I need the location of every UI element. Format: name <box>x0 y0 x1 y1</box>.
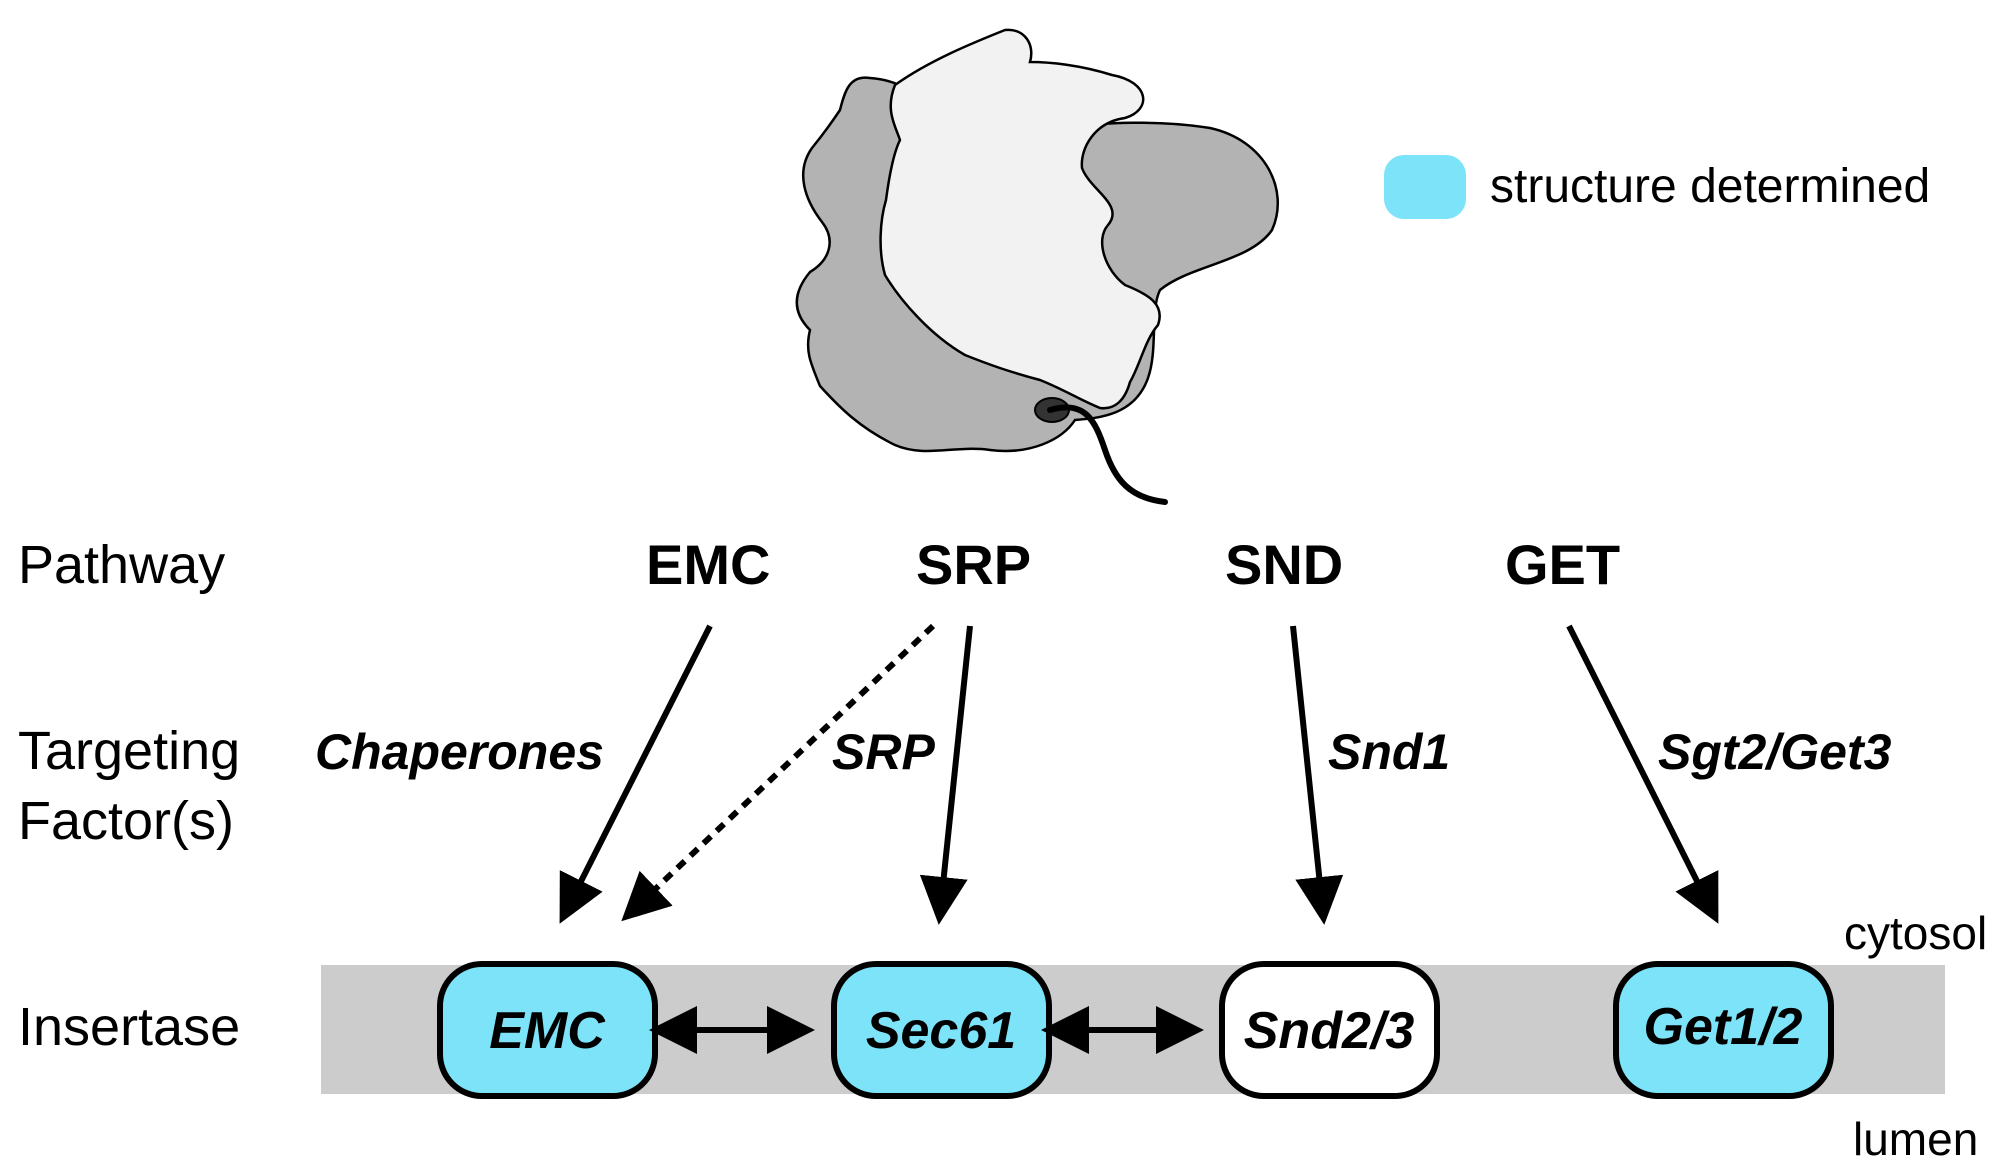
row-label-pathway: Pathway <box>18 535 226 595</box>
factor-snd1: Snd1 <box>1328 724 1451 780</box>
row-label-targeting-line2: Factor(s) <box>18 791 234 851</box>
insertase-label-snd23: Snd2/3 <box>1243 1002 1415 1060</box>
label-cytosol: cytosol <box>1844 907 1988 959</box>
factor-srp: SRP <box>832 724 935 780</box>
pathway-srp: SRP <box>916 533 1032 596</box>
ribosome-icon <box>795 28 1280 505</box>
factor-sgt2-get3: Sgt2/Get3 <box>1658 724 1892 780</box>
insertase-label-get12: Get1/2 <box>1643 998 1803 1056</box>
row-label-insertase: Insertase <box>18 997 241 1057</box>
arrow-emc-pathway <box>559 624 713 924</box>
nascent-chain <box>1047 404 1168 505</box>
insertase-box-get12 <box>1613 961 1834 1099</box>
factor-chaperones: Chaperones <box>315 724 604 780</box>
label-lumen: lumen <box>1853 1113 1979 1165</box>
arrow-srp-pathway <box>919 625 973 925</box>
pathway-snd: SND <box>1225 533 1344 596</box>
arrow-srp-to-emc-dotted <box>621 623 936 922</box>
row-label-targeting-line1: Targeting <box>18 721 241 781</box>
legend-label: structure determined <box>1490 160 1931 213</box>
insertase-label-emc: EMC <box>489 1002 605 1060</box>
legend-swatch <box>1384 155 1466 219</box>
arrow-snd-pathway <box>1290 625 1344 925</box>
pathway-get: GET <box>1505 533 1621 596</box>
arrow-get-pathway <box>1566 624 1719 924</box>
insertase-box-snd23 <box>1219 961 1440 1099</box>
ribosome-small-subunit <box>879 28 1161 410</box>
insertase-label-sec61: Sec61 <box>865 1002 1017 1060</box>
pathway-emc: EMC <box>646 533 771 596</box>
